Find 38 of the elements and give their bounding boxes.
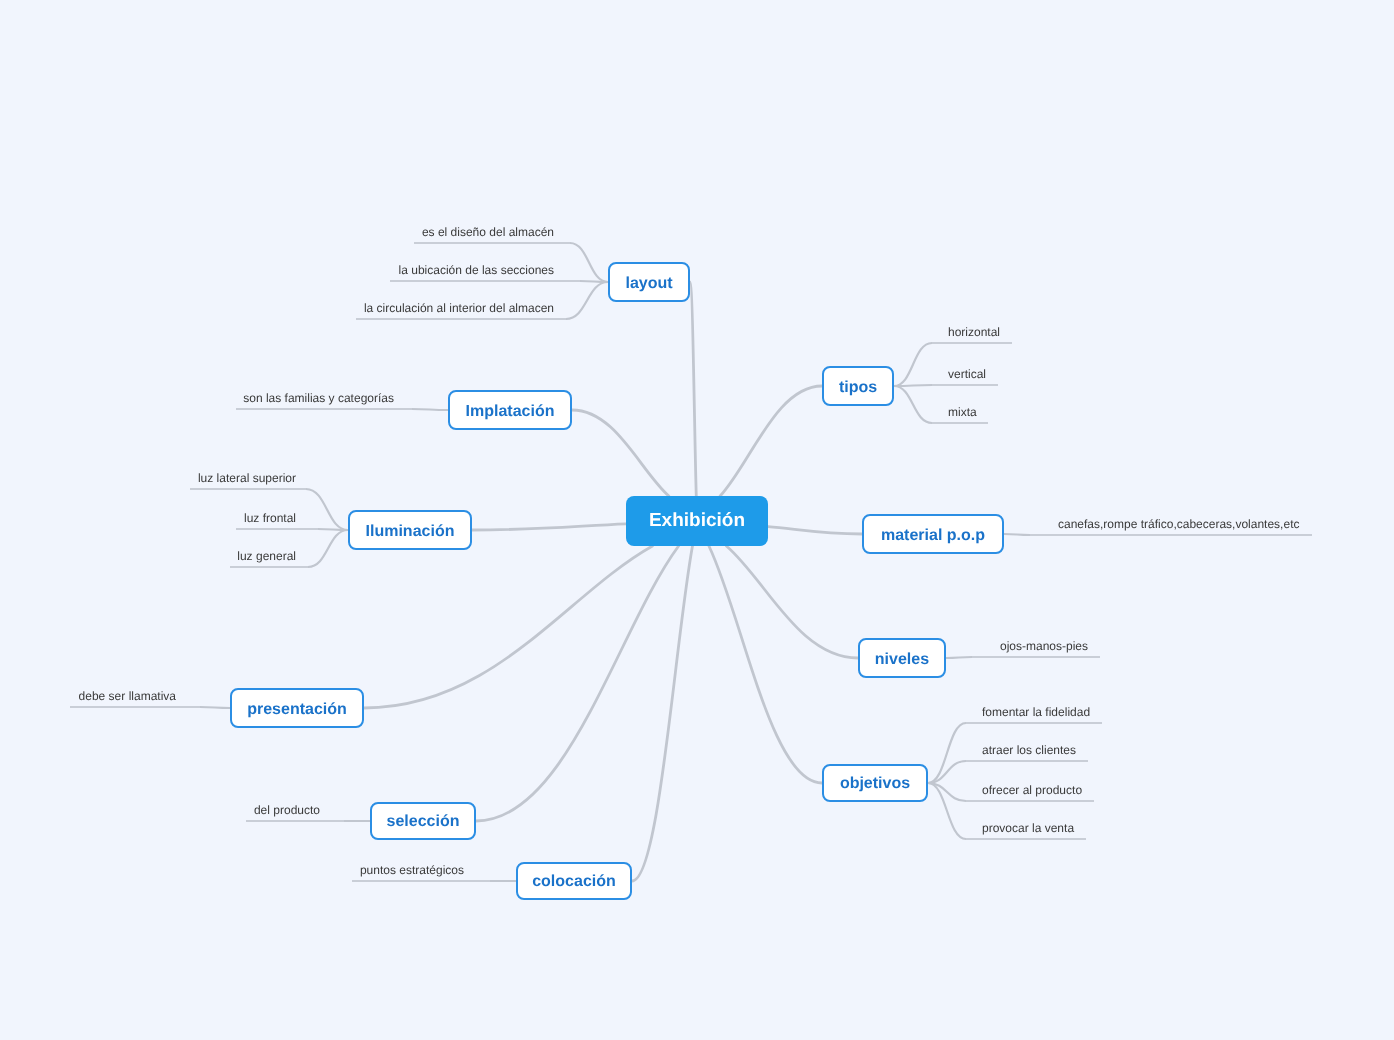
connector-line <box>892 341 934 388</box>
connector-line <box>707 544 824 785</box>
connector-line <box>688 280 698 498</box>
topic-box: Iluminación <box>348 510 472 550</box>
connector-line <box>926 781 968 841</box>
connector-line <box>564 280 610 321</box>
topic-box: tipos <box>822 366 894 406</box>
connector-line <box>570 408 671 498</box>
topic-box: layout <box>608 262 690 302</box>
connector-line <box>410 407 450 412</box>
connector-line <box>470 522 628 532</box>
connector-line <box>488 879 518 883</box>
connector-line <box>892 384 934 425</box>
topic-box: colocación <box>516 862 632 900</box>
connector-line <box>1002 532 1032 537</box>
connector-line <box>725 544 860 660</box>
connector-line <box>306 528 350 569</box>
connector-line <box>198 705 232 710</box>
central-topic-box: Exhibición <box>626 496 768 546</box>
connector-line <box>316 527 350 532</box>
connector-line <box>578 279 610 284</box>
topic-box: selección <box>370 802 476 840</box>
topic-box: objetivos <box>822 764 928 802</box>
connector-line <box>342 819 372 823</box>
connector-line <box>766 525 864 536</box>
connector-line <box>568 241 610 284</box>
connector-line <box>926 721 968 785</box>
topic-box: Implatación <box>448 390 572 430</box>
topic-box: niveles <box>858 638 946 678</box>
connector-line <box>944 655 974 660</box>
connector-line <box>630 544 694 883</box>
connector-line <box>718 384 824 498</box>
connector-line <box>926 781 968 803</box>
connector-line <box>362 544 654 710</box>
topic-box: presentación <box>230 688 364 728</box>
connector-line <box>304 487 350 532</box>
topic-box: material p.o.p <box>862 514 1004 554</box>
connector-line <box>474 544 680 823</box>
